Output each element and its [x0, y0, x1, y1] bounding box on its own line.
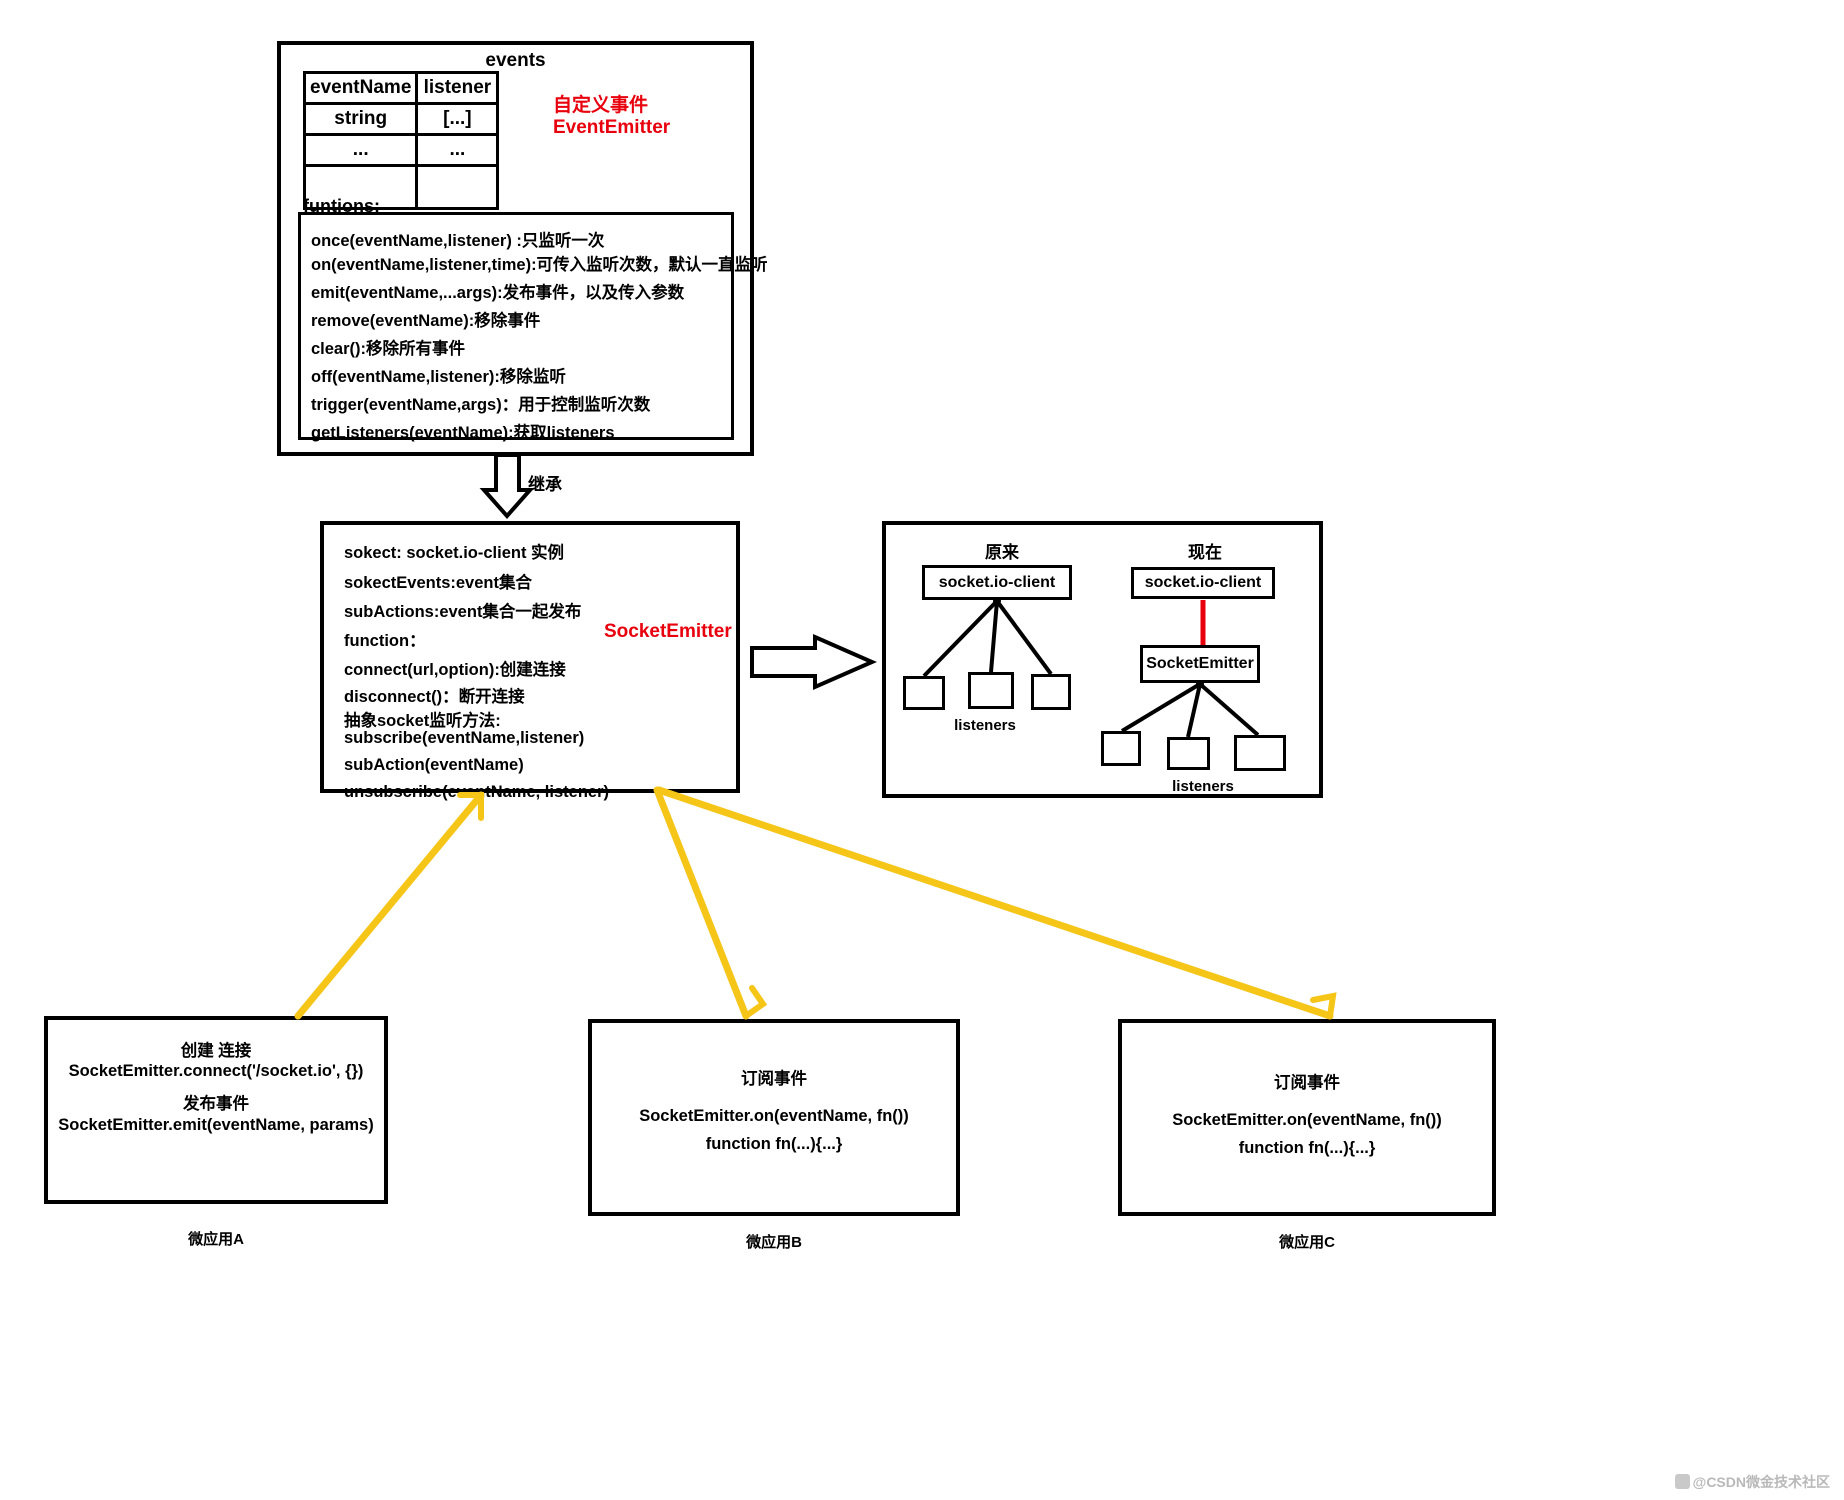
before-root-node: socket.io-client	[922, 565, 1072, 600]
se-item: sokectEvents:event集合	[344, 574, 532, 592]
after-caption: listeners	[1172, 778, 1234, 795]
se-item: function：	[344, 632, 426, 650]
annotation-custom-event: 自定义事件	[553, 95, 649, 116]
events-title: events	[485, 50, 546, 71]
micro-app-b-box: 订阅事件 SocketEmitter.on(eventName, fn()) f…	[588, 1019, 960, 1216]
micro-app-c-caption: 微应用C	[1279, 1234, 1335, 1251]
table-header-row: eventName listener	[302, 71, 500, 105]
se-item: subscribe(eventName,listener)	[344, 729, 585, 747]
micro-app-a-box: 创建 连接 SocketEmitter.connect('/socket.io'…	[44, 1016, 388, 1204]
watermark: @CSDN微金技术社区	[1674, 1472, 1830, 1492]
se-item: subAction(eventName)	[344, 756, 524, 774]
events-table: eventName listener string [...] ... ...	[302, 71, 500, 210]
inherit-arrow-icon	[479, 453, 535, 520]
watermark-logo-icon	[1674, 1474, 1690, 1489]
socket-emitter-block: sokect: socket.io-client 实例 sokectEvents…	[320, 521, 740, 801]
table-header-listener: listener	[415, 71, 500, 105]
se-item: 抽象socket监听方法:	[344, 712, 501, 730]
micro-app-b-caption: 微应用B	[746, 1234, 802, 1251]
function-item: once(eventName,listener) :只监听一次	[311, 232, 605, 250]
table-row	[302, 164, 500, 210]
micro-app-c-box: 订阅事件 SocketEmitter.on(eventName, fn()) f…	[1118, 1019, 1496, 1216]
table-row: ... ...	[302, 133, 500, 167]
app-line: SocketEmitter.on(eventName, fn())	[639, 1107, 909, 1125]
functions-label: funtions:	[303, 196, 380, 216]
before-leaf-node	[903, 676, 945, 710]
app-line: 订阅事件	[741, 1070, 807, 1088]
function-item: on(eventName,listener,time):可传入监听次数，默认一直…	[311, 256, 768, 274]
table-cell: string	[302, 102, 419, 136]
after-middle-node: SocketEmitter	[1140, 645, 1260, 683]
app-line: SocketEmitter.on(eventName, fn())	[1172, 1111, 1442, 1129]
after-leaf-node	[1234, 735, 1286, 771]
table-row: string [...]	[302, 102, 500, 136]
before-leaf-node	[968, 672, 1014, 709]
se-item: sokect: socket.io-client 实例	[344, 544, 565, 562]
function-item: getListeners(eventName):获取listeners	[311, 424, 615, 442]
app-line: 创建 连接	[180, 1042, 252, 1060]
before-title: 原来	[985, 543, 1019, 562]
annotation-socket-emitter: SocketEmitter	[604, 621, 732, 642]
annotation-event-emitter: EventEmitter	[553, 117, 671, 138]
after-leaf-node	[1167, 737, 1210, 770]
before-caption: listeners	[954, 717, 1016, 734]
transform-arrow-icon	[750, 633, 877, 691]
after-leaf-node	[1101, 731, 1141, 766]
before-leaf-node	[1031, 674, 1071, 710]
table-cell	[415, 164, 500, 210]
function-item: trigger(eventName,args)：用于控制监听次数	[311, 396, 651, 414]
table-cell: ...	[415, 133, 500, 167]
app-line: SocketEmitter.emit(eventName, params)	[58, 1116, 374, 1134]
app-line: function fn(...){...}	[705, 1135, 843, 1153]
table-header-eventname: eventName	[302, 71, 419, 105]
functions-list-box: once(eventName,listener) :只监听一次 on(event…	[298, 212, 768, 442]
app-line: function fn(...){...}	[1238, 1139, 1376, 1157]
table-cell	[302, 164, 419, 210]
watermark-text: @CSDN微金技术社区	[1692, 1474, 1830, 1490]
function-item: remove(eventName):移除事件	[311, 312, 541, 330]
table-cell: ...	[302, 133, 419, 167]
function-item: emit(eventName,...args):发布事件，以及传入参数	[311, 284, 685, 302]
se-item: unsubscribe(eventName, listener)	[344, 783, 609, 801]
inherit-arrow-label: 继承	[528, 475, 562, 494]
function-item: clear():移除所有事件	[311, 340, 466, 358]
app-line: SocketEmitter.connect('/socket.io', {})	[68, 1062, 364, 1080]
yellow-connectors	[294, 786, 1337, 1020]
se-item: connect(url,option):创建连接	[344, 661, 566, 679]
app-line: 发布事件	[183, 1095, 249, 1113]
se-item: disconnect()：断开连接	[344, 688, 525, 706]
table-cell: [...]	[415, 102, 500, 136]
after-root-node: socket.io-client	[1131, 567, 1275, 599]
se-item: subActions:event集合一起发布	[344, 603, 582, 621]
app-line: 订阅事件	[1274, 1074, 1340, 1092]
function-item: off(eventName,listener):移除监听	[311, 368, 566, 386]
micro-app-a-caption: 微应用A	[188, 1231, 244, 1248]
after-title: 现在	[1188, 543, 1222, 562]
